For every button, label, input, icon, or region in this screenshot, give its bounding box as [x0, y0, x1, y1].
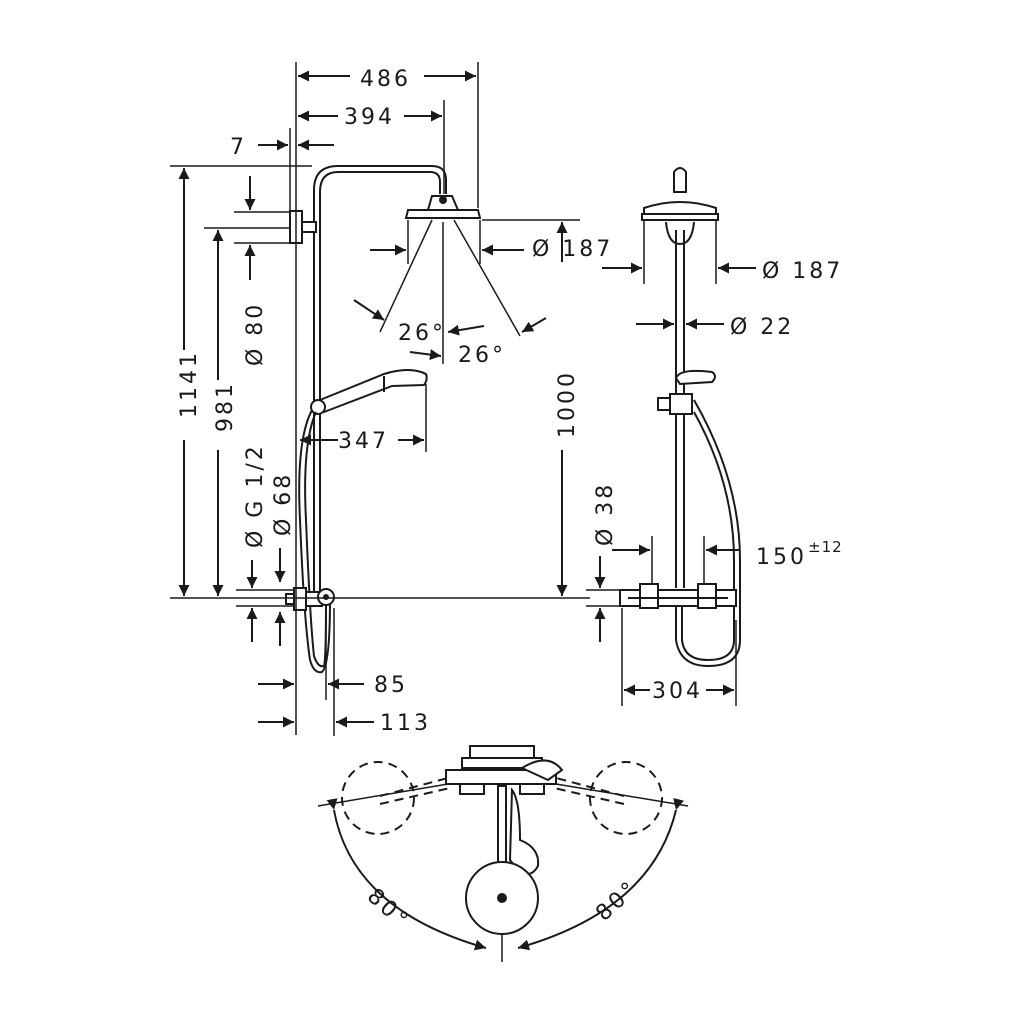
riser-pipe — [313, 165, 447, 595]
dim-486-label: 486 — [360, 67, 411, 92]
dim-thread-label: Ø G 1/2 — [243, 443, 268, 548]
dim-dia-80-label: Ø 80 — [243, 302, 268, 366]
dim-dia-22-label: Ø 22 — [730, 315, 794, 340]
dim-150-label: 150 — [756, 545, 807, 570]
dim-dia-187-front-label: Ø 187 — [532, 237, 613, 262]
spray-cone — [379, 219, 521, 364]
dim-85-label: 85 — [374, 673, 408, 698]
dim-1000-label: 1000 — [555, 370, 580, 438]
dim-dia-68-label: Ø 68 — [271, 472, 296, 536]
dim-1141-label: 1141 — [177, 350, 202, 418]
side-view — [619, 167, 741, 668]
hose — [298, 409, 331, 674]
side-extension-lines — [586, 220, 737, 706]
dim-dia-38-label: Ø 38 — [593, 482, 618, 546]
dim-7-label: 7 — [230, 135, 247, 160]
angle-80-left-label: 80° — [362, 884, 414, 935]
dim-347-label: 347 — [338, 429, 389, 454]
front-view — [285, 165, 521, 674]
dim-394-label: 394 — [344, 105, 395, 130]
angle-26-right-label: 26° — [458, 343, 506, 368]
dim-304-label: 304 — [652, 679, 703, 704]
hand-shower — [310, 369, 428, 415]
overhead-shower — [404, 195, 482, 219]
front-dimension-arrows — [178, 70, 568, 728]
dim-dia-187-side-label: Ø 187 — [762, 259, 843, 284]
dim-150-tolerance-label: ±12 — [808, 538, 843, 556]
top-view — [317, 745, 689, 962]
angle-26-left-label: 26° — [398, 321, 446, 346]
wall-bracket — [289, 210, 317, 244]
dim-113-label: 113 — [380, 711, 431, 736]
side-dimension-arrows — [594, 262, 756, 696]
dim-981-label: 981 — [213, 381, 238, 432]
front-extension-lines — [170, 62, 590, 736]
